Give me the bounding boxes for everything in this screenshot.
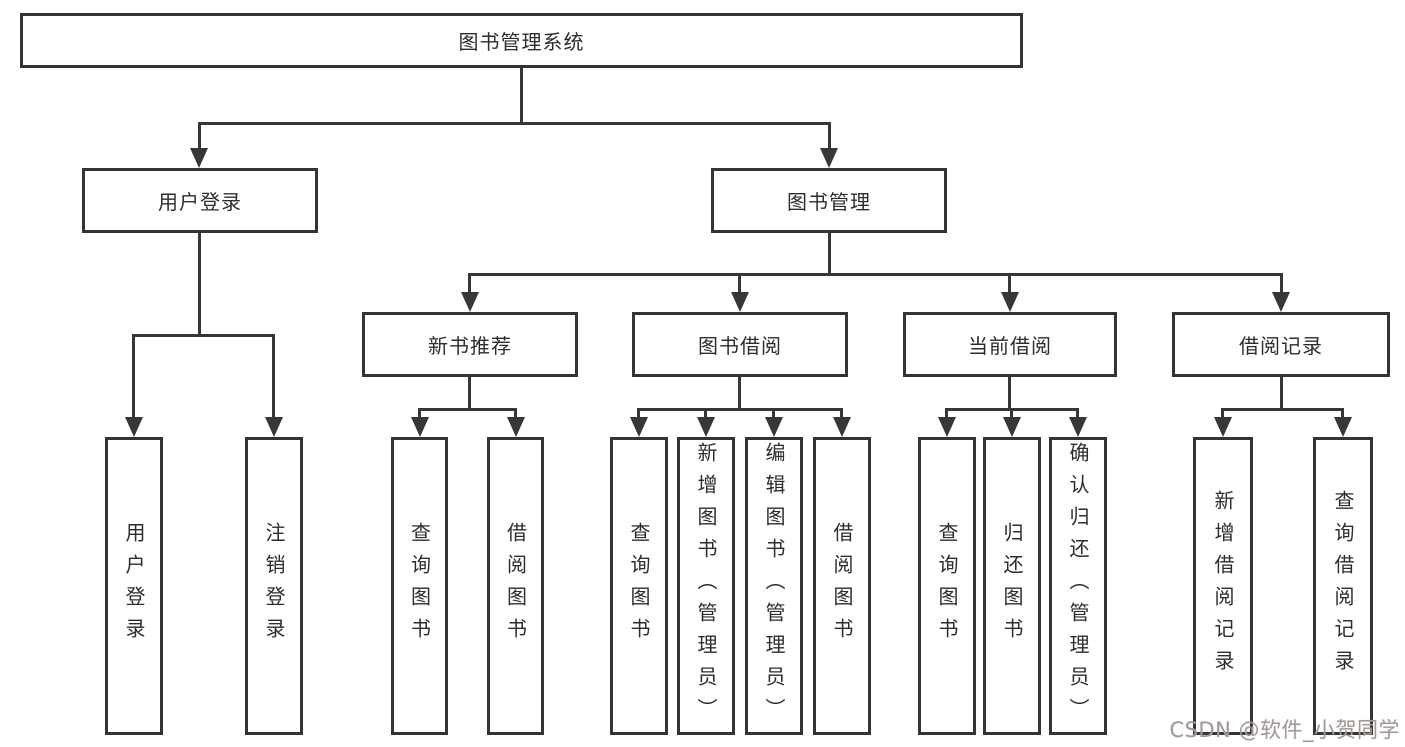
connector-stem [1008, 377, 1011, 410]
leaf-user-login: 用户登录 [105, 437, 163, 735]
node-label: 归还图书 [1000, 522, 1024, 650]
connector-bar [1221, 408, 1344, 411]
connector-drop [198, 122, 201, 151]
leaf-return-books: 归还图书 [983, 437, 1041, 735]
arrow-down-icon [697, 417, 715, 437]
node-label: 查询图书 [407, 522, 432, 650]
connector-drop [1008, 273, 1011, 295]
leaf-logout: 注销登录 [245, 437, 303, 735]
connector-drop [1221, 408, 1224, 420]
arrow-down-icon [125, 417, 143, 437]
arrow-down-icon [411, 417, 429, 437]
node-label: 注销登录 [262, 522, 286, 650]
arrow-down-icon [938, 417, 956, 437]
arrow-down-icon [731, 292, 749, 312]
connector-bar [418, 408, 517, 411]
node-label: 确认归还（管理员） [1066, 442, 1090, 730]
connector-bar [133, 334, 275, 337]
connector-stem [520, 68, 523, 125]
arrow-down-icon [265, 417, 283, 437]
leaf-query-borrow-record: 查询借阅记录 [1313, 437, 1373, 735]
connector-drop [772, 408, 775, 420]
node-book-management-branch: 图书管理 [711, 168, 947, 233]
node-label: 借阅图书 [830, 522, 854, 650]
arrow-down-icon [1069, 417, 1087, 437]
arrow-down-icon [1272, 292, 1290, 312]
leaf-add-book-admin: 新增图书（管理员） [677, 437, 735, 735]
arrow-down-icon [507, 417, 525, 437]
connector-drop [1076, 408, 1079, 420]
arrow-down-icon [1001, 292, 1019, 312]
leaf-add-borrow-record: 新增借阅记录 [1193, 437, 1253, 735]
connector-stem [738, 377, 741, 410]
connector-drop [637, 408, 640, 420]
connector-stem [468, 377, 471, 410]
connector-drop [738, 273, 741, 295]
node-new-book-recommend: 新书推荐 [362, 312, 578, 377]
arrow-down-icon [765, 417, 783, 437]
connector-drop [468, 273, 471, 295]
node-book-borrow: 图书借阅 [632, 312, 848, 377]
csdn-watermark: CSDN @软件_小贺同学 [1169, 718, 1400, 742]
connector-drop [945, 408, 948, 420]
node-borrow-records: 借阅记录 [1172, 312, 1390, 377]
node-user-login-branch: 用户登录 [82, 168, 318, 233]
node-label: 查询图书 [935, 522, 959, 650]
connector-drop [1280, 273, 1283, 295]
node-label: 查询借阅记录 [1331, 490, 1355, 682]
node-label: 查询图书 [627, 522, 651, 650]
connector-drop [840, 408, 843, 420]
connector-drop [514, 408, 517, 420]
arrow-down-icon [833, 417, 851, 437]
arrow-down-icon [461, 292, 479, 312]
leaf-query-books-borrow: 查询图书 [610, 437, 668, 735]
arrow-down-icon [1214, 417, 1232, 437]
node-label: 用户登录 [122, 522, 146, 650]
leaf-edit-book-admin: 编辑图书（管理员） [745, 437, 803, 735]
arrow-down-icon [190, 148, 208, 168]
connector-drop [704, 408, 707, 420]
connector-drop [1341, 408, 1344, 420]
connector-drop [418, 408, 421, 420]
leaf-confirm-return-admin: 确认归还（管理员） [1049, 437, 1107, 735]
leaf-query-books-recommend: 查询图书 [391, 437, 448, 735]
arrow-down-icon [820, 148, 838, 168]
connector-bar [469, 273, 1283, 276]
node-current-borrow: 当前借阅 [903, 312, 1117, 377]
connector-bar [637, 408, 843, 411]
leaf-borrow-books-recommend: 借阅图书 [487, 437, 544, 735]
leaf-borrow-books: 借阅图书 [813, 437, 871, 735]
node-root: 图书管理系统 [20, 13, 1023, 68]
leaf-query-books-current: 查询图书 [918, 437, 976, 735]
arrow-down-icon [1003, 417, 1021, 437]
arrow-down-icon [630, 417, 648, 437]
connector-stem [198, 233, 201, 337]
node-label: 新增图书（管理员） [694, 442, 718, 730]
node-label: 借阅图书 [503, 522, 528, 650]
connector-stem [828, 233, 831, 275]
arrow-down-icon [1334, 417, 1352, 437]
connector-drop [1010, 408, 1013, 420]
connector-bar [198, 122, 830, 125]
node-label: 编辑图书（管理员） [762, 442, 786, 730]
connector-stem [1280, 377, 1283, 410]
node-label: 新增借阅记录 [1211, 490, 1235, 682]
connector-drop [828, 122, 831, 151]
connector-drop [272, 334, 275, 419]
connector-drop [132, 334, 135, 419]
